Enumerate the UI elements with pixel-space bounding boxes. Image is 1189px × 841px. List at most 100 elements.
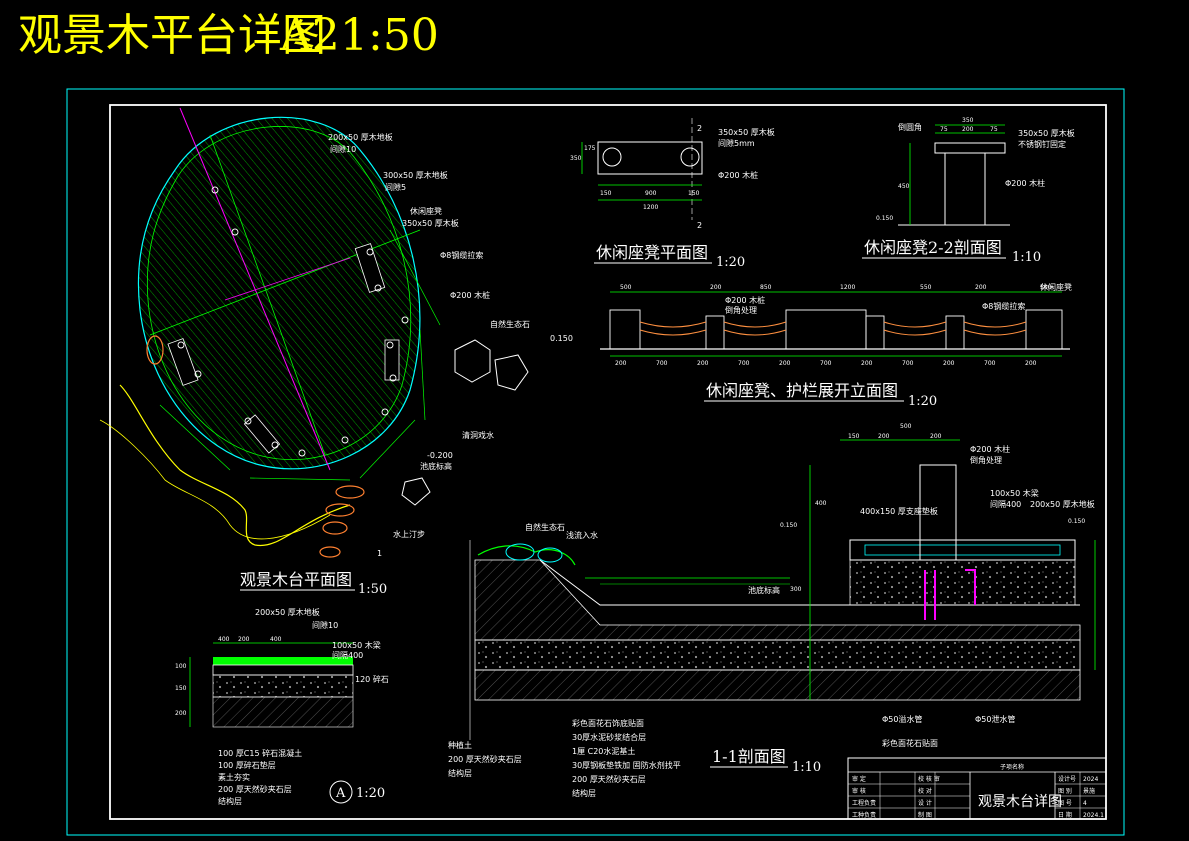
- section1-layer-mid: 30厚水泥砂浆结合层: [572, 732, 646, 742]
- section22-dim-2: 75: [940, 126, 948, 133]
- section1-layer-mid: 结构层: [572, 788, 596, 798]
- section-a-marker: A: [335, 786, 346, 801]
- title-block-cell: 制 图: [918, 811, 932, 819]
- bench-label-post: Φ200 木桩: [718, 170, 758, 180]
- inner-frame: [109, 104, 1107, 820]
- label-water: 清洞戏水: [462, 430, 494, 440]
- bench-dim-6: 175: [584, 145, 596, 152]
- elev-label-post: Φ200 木桩: [725, 295, 765, 305]
- label-bottom-level: -0.200: [427, 451, 453, 460]
- title-block-cell: 工种负责: [852, 811, 876, 819]
- label-gap-b: 间隙5: [385, 182, 406, 192]
- elev-bottom-dim: 200: [861, 360, 873, 367]
- label-cable: Φ8钢缆拉索: [440, 250, 483, 260]
- section-a-layer: 100 厚C15 碎石混凝土: [218, 748, 302, 758]
- section-a-scale: 1:20: [356, 786, 385, 801]
- elevation-scale: 1:20: [908, 394, 937, 409]
- section-a-label-beam-sub: 间隔400: [332, 651, 363, 660]
- elev-top-dim: 500: [1040, 284, 1052, 291]
- s1-label-beam: 100x50 木梁: [990, 488, 1039, 498]
- s1-label-plate: 400x150 厚支座垫板: [860, 506, 938, 516]
- elev-label-cable: Φ8钢缆拉索: [982, 301, 1025, 311]
- elev-top-dim: 850: [760, 284, 772, 291]
- elev-label-level: 0.150: [550, 334, 573, 343]
- s1-label-pipe2: Φ50泄水管: [975, 714, 1015, 724]
- label-post: Φ200 木桩: [450, 290, 490, 300]
- elev-top-dim: 200: [975, 284, 987, 291]
- title-block-cell: 工程负责: [852, 799, 876, 807]
- bench-plan-view: 150 900 150 1200 350 175 350x50 厚木板 间隙5m…: [570, 118, 775, 270]
- section22-dim-1: 350: [962, 117, 974, 124]
- title-block-meta-value: 4: [1083, 800, 1087, 807]
- section-a-label-gap: 间隙10: [312, 620, 338, 630]
- section1-scale: 1:10: [792, 760, 821, 775]
- section22-scale: 1:10: [1012, 250, 1041, 265]
- elev-bottom-dim: 200: [779, 360, 791, 367]
- drawing-code: A2: [280, 10, 340, 61]
- title-block-project: 子项名称: [1000, 763, 1024, 771]
- section22-dim-5: 450: [898, 183, 910, 190]
- bench-label-board: 350x50 厚木板: [718, 127, 775, 137]
- elev-bottom-dim: 700: [820, 360, 832, 367]
- section-a-dim-6: 200: [175, 710, 187, 717]
- elev-bottom-dim: 200: [1025, 360, 1037, 367]
- elev-bottom-dim: 200: [697, 360, 709, 367]
- elev-top-dim: 1200: [840, 284, 855, 291]
- section1-layer-mid: 1厘 C20水泥基土: [572, 746, 635, 756]
- s1-label-post-sub: 倒角处理: [970, 455, 1002, 465]
- elev-bottom-dim: 200: [943, 360, 955, 367]
- label-gap-a: 间隙10: [330, 144, 356, 154]
- elev-bottom-dim: 700: [738, 360, 750, 367]
- section-a-dim-5: 150: [175, 685, 187, 692]
- section-a-label-beam: 100x50 木梁: [332, 640, 381, 650]
- label-board-a: 200x50 厚木地板: [328, 132, 393, 142]
- section-a-layer: 100 厚碎石垫层: [218, 760, 276, 770]
- s1-label-rock: 浅流入水: [566, 530, 598, 540]
- s1-label-overflow: 彩色面花石贴面: [882, 738, 938, 748]
- bench-cut-top: 2: [697, 124, 702, 133]
- bench-cut-bottom: 2: [697, 221, 702, 230]
- section-a-layer: 结构层: [218, 796, 242, 806]
- outer-frame: [66, 88, 1125, 836]
- title-block-cell: 校 核 审: [918, 775, 940, 783]
- section1-layer-mid: 彩色面花石饰底贴面: [572, 718, 644, 728]
- label-steps: 水上汀步: [393, 529, 425, 539]
- section-a-view: 400 200 400 100 150 200 200x50 厚木地板 间隙10…: [175, 607, 389, 806]
- title-block-name: 观景木台详图: [978, 794, 1062, 810]
- s1-dim-3: 500: [900, 423, 912, 430]
- s1-label-pool: 池底标高: [748, 585, 780, 595]
- section22-label-post: Φ200 木柱: [1005, 178, 1045, 188]
- elev-bottom-dim: 700: [902, 360, 914, 367]
- drawing-scale: 1:50: [340, 10, 439, 61]
- title-block-cell: 审 核: [852, 787, 866, 795]
- section1-layer-left: 200 厚天然砂夹石层: [448, 754, 522, 764]
- drawing-title: 观景木平台详图: [18, 10, 326, 61]
- bench-dim-5: 350: [570, 155, 582, 162]
- section22-level: 0.150: [876, 215, 893, 222]
- s1-label-board: 200x50 厚木地板: [1030, 499, 1095, 509]
- elev-top-dim: 550: [920, 284, 932, 291]
- section-a-label-board: 200x50 厚木地板: [255, 607, 320, 617]
- elev-label-bench: 休闲座凳: [1040, 282, 1072, 292]
- section22-label-note: 不锈钢钉固定: [1018, 139, 1066, 149]
- s1-dim-2: 200: [878, 433, 890, 440]
- elevation-title: 休闲座凳、护栏展开立面图: [706, 381, 898, 400]
- plan-view: 200x50 厚木地板 间隙10 300x50 厚木地板 间隙5 休闲座凳 35…: [99, 107, 530, 597]
- title-block-meta-label: 图 号: [1058, 800, 1072, 807]
- section1-layer-left: 结构层: [448, 768, 472, 778]
- section-1-view: 150 200 500 200 400 0.150 0.150 300 自然生态…: [448, 423, 1096, 798]
- section22-dim-3: 200: [962, 126, 974, 133]
- s1-dim-1: 150: [848, 433, 860, 440]
- label-cut: 1: [377, 549, 382, 558]
- s1-label-beam-sub: 间隔400: [990, 500, 1021, 509]
- section-a-dim-3: 400: [270, 636, 282, 643]
- bench-dim-3: 150: [688, 190, 700, 197]
- title-block-meta-label: 日 期: [1058, 811, 1072, 819]
- elev-bottom-dim: 700: [984, 360, 996, 367]
- s1-label-pipe1: Φ50溢水管: [882, 714, 922, 724]
- s1-level-2: 0.150: [1068, 518, 1085, 525]
- bench-plan-scale: 1:20: [716, 255, 745, 270]
- s1-dim-5: 400: [815, 500, 827, 507]
- label-board-b: 300x50 厚木地板: [383, 170, 448, 180]
- section1-layer-mid: 200 厚天然砂夹石层: [572, 774, 646, 784]
